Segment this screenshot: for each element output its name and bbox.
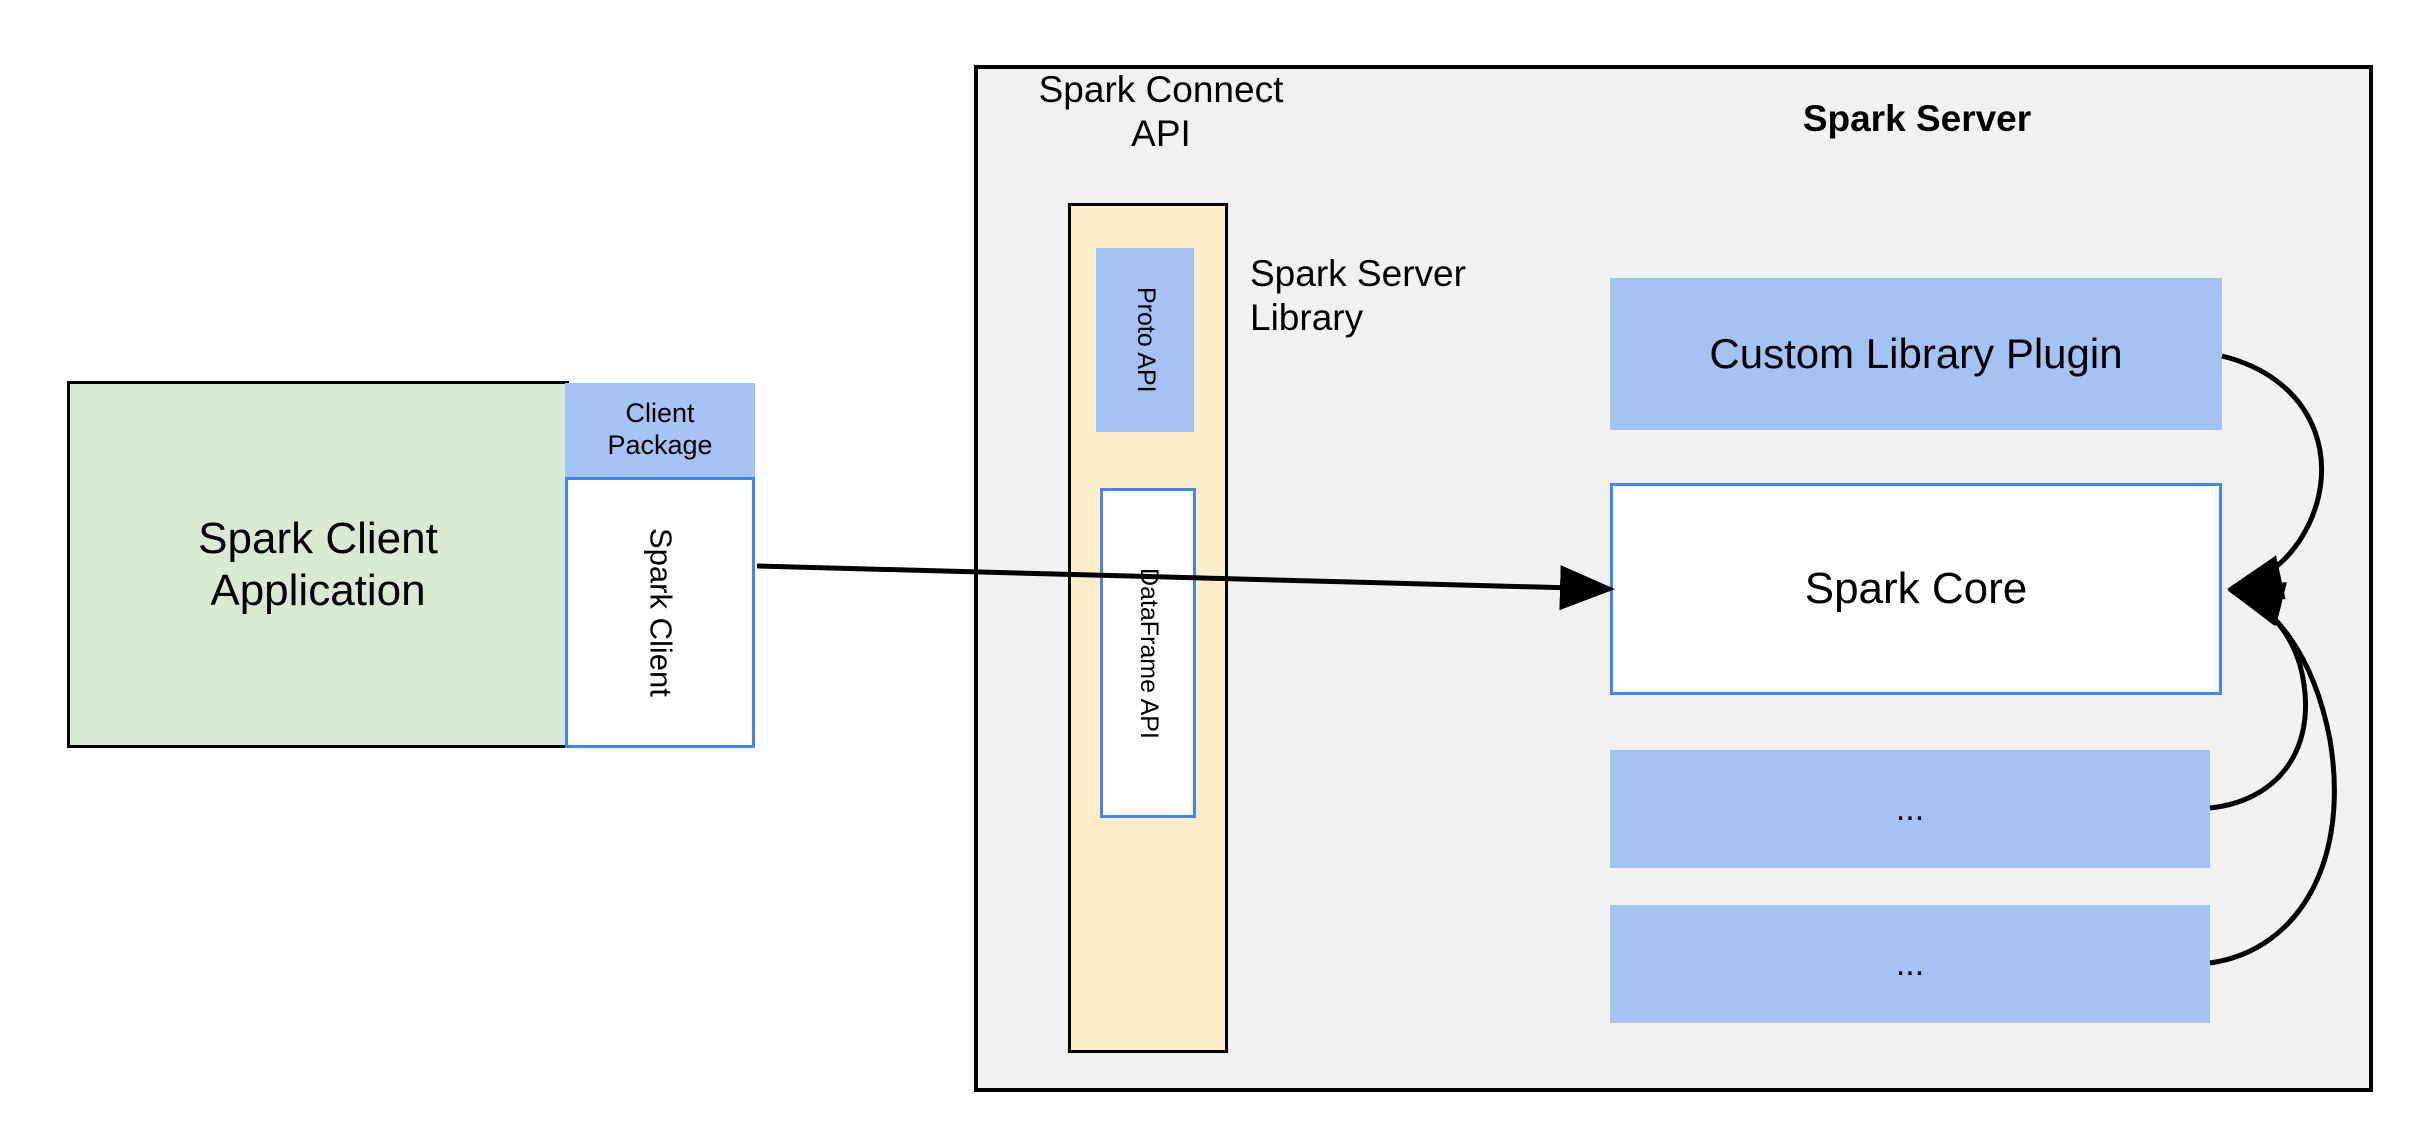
custom-library-plugin-box: Custom Library Plugin [1610, 278, 2222, 430]
placeholder-ellipsis-label-1: ... [1895, 789, 1925, 828]
spark-client-application-label: Spark Client Application [198, 513, 438, 615]
proto-api-box: Proto API [1096, 248, 1194, 432]
server-component-placeholder-1: ... [1610, 750, 2210, 868]
dataframe-api-label: DataFrame API [1134, 567, 1163, 739]
spark-connect-api-label: Spark Connect API [1038, 69, 1284, 154]
spark-server-title: Spark Server [1802, 98, 2032, 140]
spark-server-library-label: Spark Server Library [1250, 253, 1466, 338]
spark-client-box: Spark Client [565, 477, 755, 748]
dataframe-api-box: DataFrame API [1100, 488, 1196, 818]
spark-core-label: Spark Core [1804, 564, 2028, 614]
placeholder-ellipsis-label-2: ... [1895, 944, 1925, 983]
spark-client-application-box: Spark Client Application [67, 381, 569, 748]
client-package-box: Client Package [565, 383, 755, 477]
client-package-label: Client Package [607, 398, 713, 460]
spark-core-box: Spark Core [1610, 483, 2222, 695]
proto-api-label: Proto API [1131, 287, 1160, 393]
spark-client-label: Spark Client [643, 528, 679, 697]
custom-library-plugin-label: Custom Library Plugin [1709, 330, 2123, 378]
server-component-placeholder-2: ... [1610, 905, 2210, 1023]
